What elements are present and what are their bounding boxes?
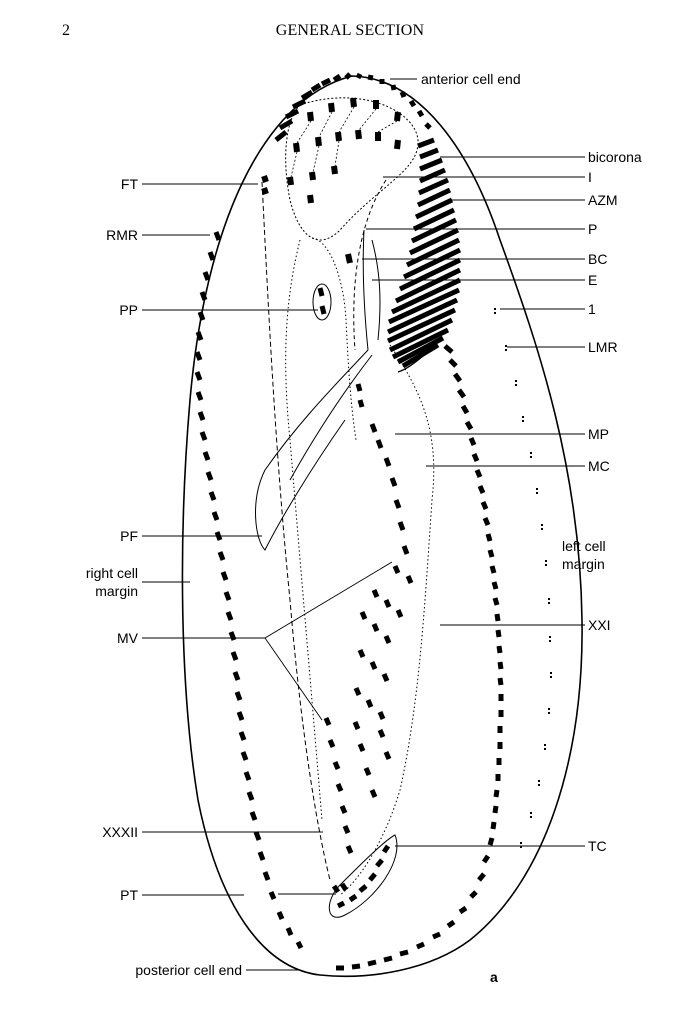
label-anterior-cell-end: anterior cell end: [421, 71, 521, 87]
label-bicorona: bicorona: [588, 149, 642, 165]
label-right-cell-margin-line1: right cell: [86, 565, 138, 581]
dorsal-kinety: [494, 308, 552, 848]
panel-label: a: [490, 969, 498, 985]
label-E: E: [588, 272, 597, 288]
page-number: 2: [62, 22, 70, 39]
label-TC: TC: [588, 838, 607, 854]
label-XXI: XXI: [588, 617, 611, 633]
cell-outline: [181, 75, 583, 978]
right-marginal-row: [194, 231, 304, 950]
leader-lines: [142, 78, 585, 971]
label-PP: PP: [119, 302, 138, 318]
label-BC: BC: [588, 251, 607, 267]
label-MV: MV: [117, 630, 139, 646]
label-PF: PF: [120, 528, 138, 544]
cirral-connections: [290, 106, 398, 178]
transverse-cirri: [331, 844, 391, 909]
left-marginal-row: [336, 344, 504, 971]
frontal-cirri: [261, 97, 401, 264]
label-RMR: RMR: [106, 227, 138, 243]
label-I: I: [588, 169, 592, 185]
oral-apparatus: [255, 97, 435, 918]
label-MC: MC: [588, 458, 610, 474]
label-XXXII: XXXII: [102, 824, 138, 840]
label-1: 1: [588, 301, 596, 317]
label-MP: MP: [588, 426, 609, 442]
label-AZM: AZM: [588, 192, 618, 208]
label-LMR: LMR: [588, 339, 618, 355]
label-right-cell-margin-line2: margin: [95, 583, 138, 599]
label-left-cell-margin-line1: left cell: [562, 538, 606, 554]
label-posterior-cell-end: posterior cell end: [135, 962, 242, 978]
adoral-zone-membranelles: [274, 72, 462, 369]
label-left-cell-margin-line2: margin: [562, 556, 605, 572]
midventral-complex: [317, 287, 414, 854]
label-FT: FT: [121, 176, 139, 192]
label-PT: PT: [120, 887, 138, 903]
label-P: P: [588, 221, 597, 237]
running-head: GENERAL SECTION: [275, 22, 425, 39]
